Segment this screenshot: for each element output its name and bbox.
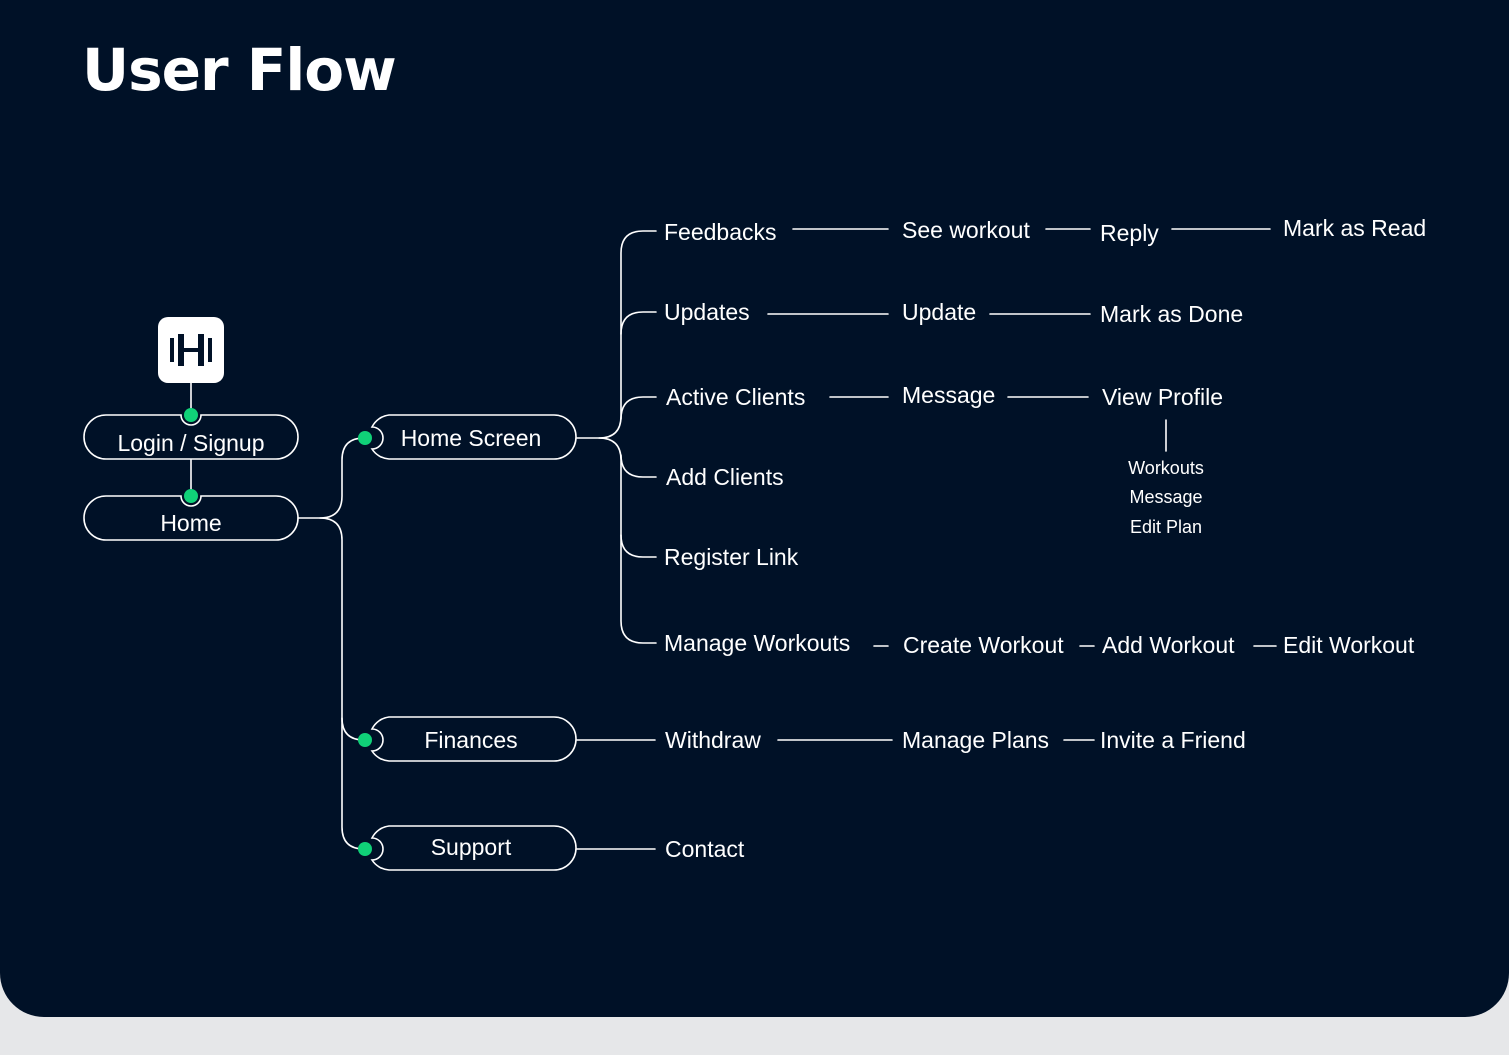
create-workout-label[interactable]: Create Workout bbox=[903, 632, 1064, 658]
home-node[interactable]: Home bbox=[160, 510, 222, 536]
see-workout-label[interactable]: See workout bbox=[902, 217, 1030, 243]
active-clients-label[interactable]: Active Clients bbox=[666, 384, 806, 410]
view-profile-option[interactable]: Workouts bbox=[1128, 458, 1204, 478]
view-profile-label[interactable]: View Profile bbox=[1102, 384, 1224, 410]
edit-workout-label[interactable]: Edit Workout bbox=[1283, 632, 1415, 658]
manage-workouts-label[interactable]: Manage Workouts bbox=[664, 630, 851, 656]
flow-connectors bbox=[83, 228, 1277, 871]
home-screen-node[interactable]: Home Screen bbox=[400, 425, 542, 451]
mark-as-done-label[interactable]: Mark as Done bbox=[1100, 301, 1244, 327]
view-profile-option[interactable]: Message bbox=[1129, 487, 1203, 507]
dumbbell-logo-icon bbox=[170, 334, 212, 366]
withdraw-label[interactable]: Withdraw bbox=[665, 727, 761, 753]
mark-as-read-label[interactable]: Mark as Read bbox=[1283, 215, 1427, 241]
app-logo bbox=[158, 317, 224, 383]
view-profile-option[interactable]: Edit Plan bbox=[1129, 517, 1203, 537]
manage-plans-label[interactable]: Manage Plans bbox=[902, 727, 1050, 753]
login-signup-node[interactable]: Login / Signup bbox=[117, 430, 265, 456]
page-title: User Flow bbox=[82, 36, 397, 104]
register-link-label[interactable]: Register Link bbox=[664, 544, 799, 570]
message-label[interactable]: Message bbox=[902, 382, 996, 408]
invite-a-friend-label[interactable]: Invite a Friend bbox=[1100, 727, 1246, 753]
user-flow-panel: User Flow bbox=[0, 0, 1509, 1017]
support-node[interactable]: Support bbox=[430, 834, 512, 860]
add-workout-label[interactable]: Add Workout bbox=[1102, 632, 1235, 658]
updates-label[interactable]: Updates bbox=[664, 299, 750, 325]
add-clients-label[interactable]: Add Clients bbox=[666, 464, 784, 490]
finances-node[interactable]: Finances bbox=[424, 727, 518, 753]
contact-label[interactable]: Contact bbox=[665, 836, 745, 862]
feedbacks-label[interactable]: Feedbacks bbox=[664, 219, 777, 245]
reply-label[interactable]: Reply bbox=[1100, 220, 1159, 246]
update-label[interactable]: Update bbox=[902, 299, 977, 325]
